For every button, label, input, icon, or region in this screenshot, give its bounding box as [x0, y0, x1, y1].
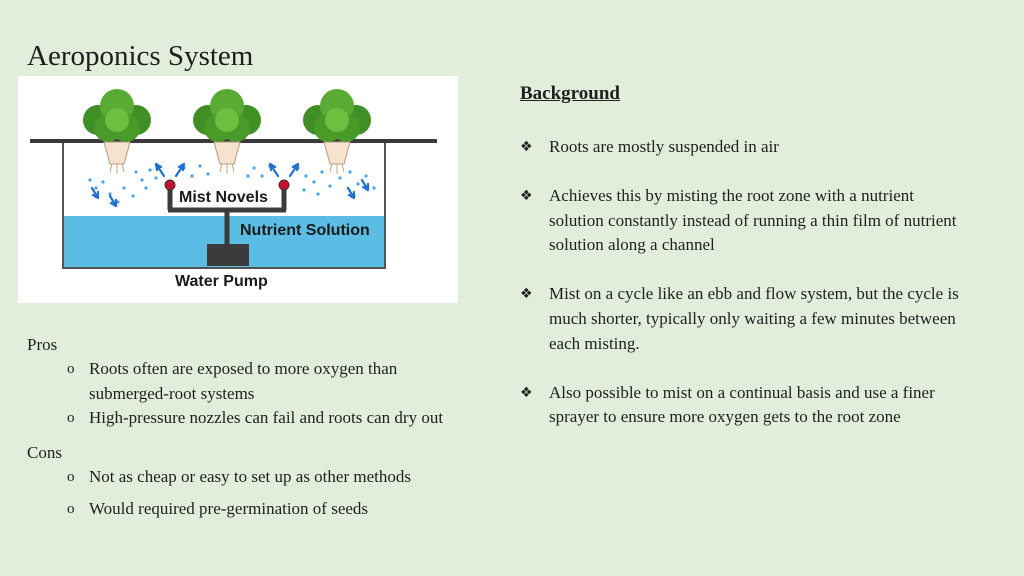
list-item: ❖Also possible to mist on a continual ba…: [520, 382, 935, 427]
pros-heading: Pros: [27, 335, 58, 354]
water-pump-label: Water Pump: [175, 273, 268, 290]
mist-arrows: [90, 162, 370, 208]
diamond-bullet-icon: ❖: [520, 384, 533, 401]
background-section: Background ❖Roots are mostly suspended i…: [520, 81, 960, 454]
cons-heading: Cons: [27, 442, 62, 462]
list-item: ❖Mist on a cycle like an ebb and flow sy…: [520, 284, 959, 353]
diamond-bullet-icon: ❖: [520, 286, 533, 303]
circle-bullet-icon: o: [67, 501, 75, 517]
mist-nozzle-left: [164, 179, 176, 191]
roots: [109, 163, 345, 174]
aeroponics-diagram-svg: Mist Novels Nutrient Solution Water Pump: [30, 89, 437, 290]
diamond-bullet-icon: ❖: [520, 188, 533, 205]
circle-bullet-icon: o: [67, 468, 75, 485]
circle-bullet-icon: o: [67, 410, 75, 426]
circle-bullet-icon: o: [67, 361, 75, 377]
background-list: ❖Roots are mostly suspended in air ❖Achi…: [520, 135, 960, 430]
background-heading: Background: [520, 83, 620, 104]
mist-nozzle-label: Mist Novels: [179, 189, 268, 206]
tank-outline: [62, 142, 386, 269]
plant-right: [303, 89, 371, 142]
mist-nozzle-right: [278, 179, 290, 191]
aeroponics-diagram: Mist Novels Nutrient Solution Water Pump: [18, 76, 458, 303]
list-item: ❖Achieves this by misting the root zone …: [520, 186, 957, 255]
list-item: ❖Roots are mostly suspended in air: [520, 135, 960, 160]
diamond-bullet-icon: ❖: [520, 139, 533, 155]
net-pots: [103, 141, 351, 165]
nutrient-solution-label: Nutrient Solution: [240, 222, 370, 239]
plant-middle: [193, 89, 261, 142]
water-pump-body: [207, 244, 249, 266]
plant-left: [83, 89, 151, 142]
slide-title: Aeroponics System: [27, 40, 254, 72]
